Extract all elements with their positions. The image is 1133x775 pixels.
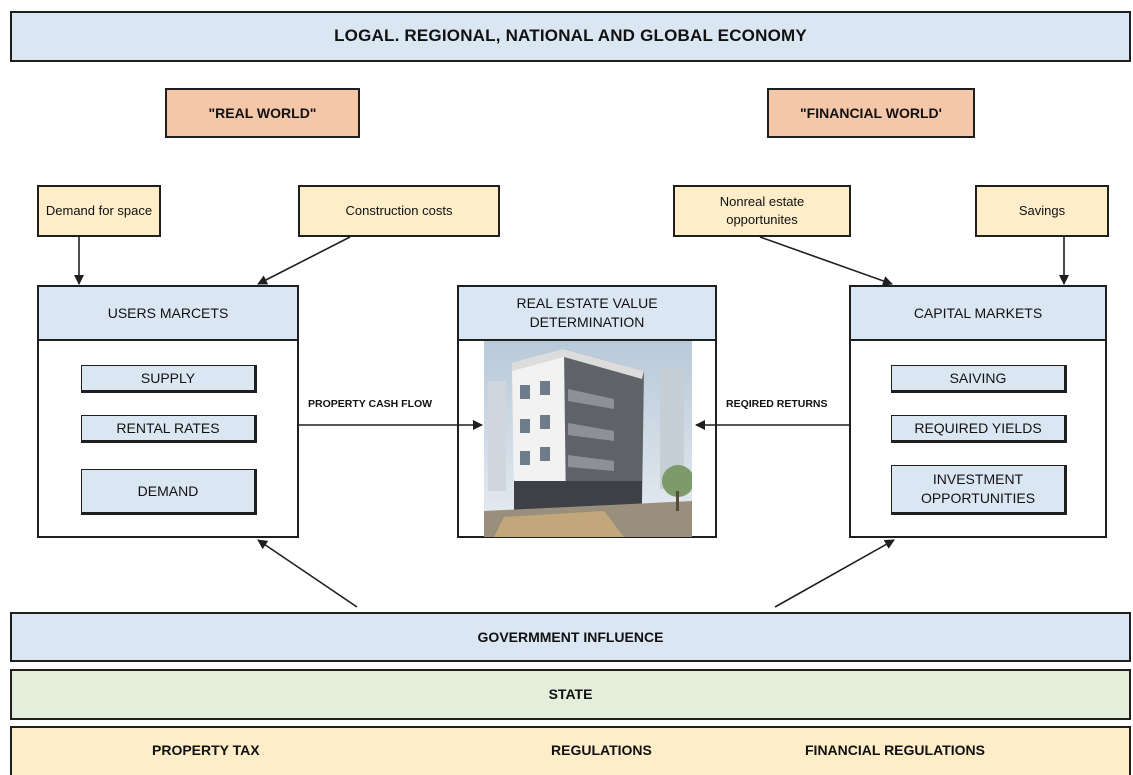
construction-costs-box: Construction costs [298, 185, 500, 237]
required-yields-box: REQUIRED YIELDS [891, 415, 1067, 443]
economy-banner: LOGAL. REGIONAL, NATIONAL AND GLOBAL ECO… [10, 11, 1131, 62]
arrow-gov-to-users [257, 539, 358, 608]
window-4 [540, 415, 550, 429]
required-returns-label: REQIRED RETURNS [726, 398, 828, 410]
arrow-gov-to-capital [774, 539, 895, 608]
walkway [494, 511, 624, 537]
financial-regulations-label: FINANCIAL REGULATIONS [805, 742, 985, 758]
value-determination-title: REAL ESTATE VALUE DETERMINATION [459, 287, 715, 341]
government-influence-bar: GOVERMMENT INFLUENCE [10, 612, 1131, 662]
window-5 [520, 451, 530, 465]
building-image [484, 341, 692, 537]
users-markets-panel: USERS MARCETS SUPPLY RENTAL RATES DEMAND [37, 285, 299, 538]
real-world-label: "REAL WORLD" [165, 88, 360, 138]
regulations-row: PROPERTY TAX REGULATIONS FINANCIAL REGUL… [10, 726, 1131, 775]
capital-markets-panel: CAPITAL MARKETS SAIVING REQUIRED YIELDS … [849, 285, 1107, 538]
arrow-construction-to-users [257, 236, 351, 285]
tree [662, 465, 692, 497]
property-cash-flow-label: PROPERTY CASH FLOW [308, 398, 433, 410]
window-6 [540, 447, 550, 461]
window-1 [520, 385, 530, 399]
arrow-nonreal-to-capital [759, 236, 893, 286]
investment-opportunities-box: INVESTMENT OPPORTUNITIES [891, 465, 1067, 515]
tree-trunk [676, 491, 679, 511]
regulations-label: REGULATIONS [551, 742, 652, 758]
building-roof-band [512, 349, 644, 379]
window-3 [520, 419, 530, 433]
window-2 [540, 381, 550, 395]
building-facade-side [564, 349, 644, 509]
value-determination-panel: REAL ESTATE VALUE DETERMINATION [457, 285, 717, 538]
background-tower-left [488, 381, 506, 491]
rental-rates-box: RENTAL RATES [81, 415, 257, 443]
demand-box: DEMAND [81, 469, 257, 515]
savings-box: Savings [975, 185, 1109, 237]
nonreal-estate-box: Nonreal estate opportunites [673, 185, 851, 237]
state-bar: STATE [10, 669, 1131, 720]
balcony-2 [568, 423, 614, 441]
balcony-1 [568, 389, 614, 409]
demand-for-space-box: Demand for space [37, 185, 161, 237]
supply-box: SUPPLY [81, 365, 257, 393]
financial-world-label: "FINANCIAL WORLD' [767, 88, 975, 138]
property-tax-label: PROPERTY TAX [152, 742, 260, 758]
capital-markets-title: CAPITAL MARKETS [851, 287, 1105, 341]
users-markets-title: USERS MARCETS [39, 287, 297, 341]
saiving-box: SAIVING [891, 365, 1067, 393]
balcony-3 [568, 455, 614, 471]
